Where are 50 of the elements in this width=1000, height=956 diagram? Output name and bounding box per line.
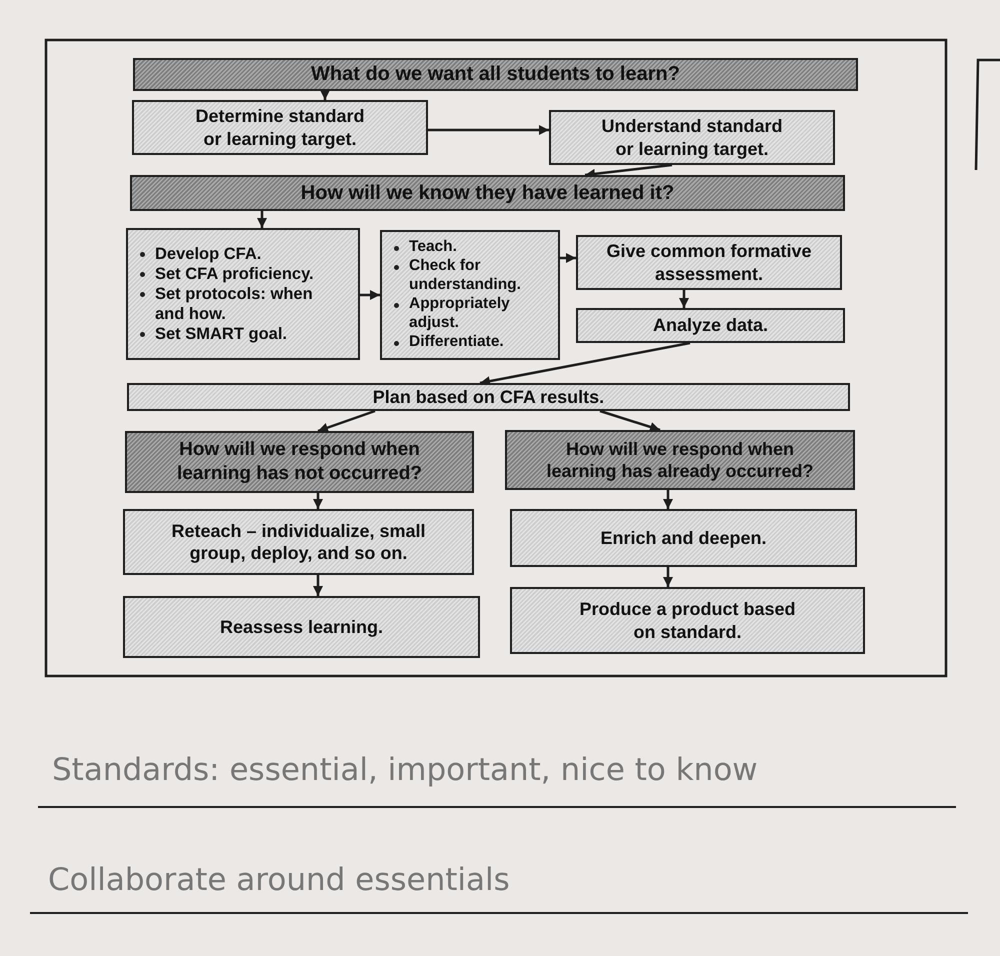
arrow (360, 290, 380, 300)
arrow (320, 90, 330, 100)
list-item: Set CFA proficiency. (155, 264, 314, 284)
process-box (127, 383, 850, 411)
process-box (549, 110, 835, 165)
step-text: Produce a product based on standard. (578, 598, 797, 643)
question-text: How will we respond when learning has not occurred? (176, 438, 423, 486)
arrow (663, 490, 673, 509)
step-text: Analyze data. (652, 314, 768, 337)
step-text: Enrich and deepen. (600, 526, 767, 550)
step-text: Understand standard or learning target. (600, 115, 784, 160)
question-text: How will we respond when learning has already occurred? (545, 438, 815, 482)
process-box (576, 235, 842, 290)
step-text: Reassess learning. (220, 616, 384, 638)
arrow (257, 211, 267, 228)
arrow (318, 410, 376, 432)
question-text: How will we know they have learned it? (300, 180, 674, 206)
step-text: Reteach – individualize, small group, deploy, and so on. (170, 520, 427, 564)
question-banner (130, 175, 845, 211)
arrow (313, 493, 323, 509)
process-box (123, 509, 474, 575)
question-banner (133, 58, 858, 91)
list-item: Teach. (409, 238, 457, 258)
arrow (679, 290, 689, 308)
checklist-box (380, 230, 560, 360)
question-banner (125, 431, 474, 493)
list-item: Set protocols: when and how. (155, 284, 314, 324)
list-item: Set SMART goal. (155, 324, 288, 344)
step-text: Plan based on CFA results. (372, 386, 604, 408)
arrow (428, 125, 549, 135)
question-banner (505, 430, 855, 490)
list-item: Differentiate. (409, 332, 504, 352)
process-box (576, 308, 845, 343)
arrow (313, 575, 323, 596)
arrow (663, 567, 673, 587)
checklist-box (126, 228, 360, 360)
process-box (510, 587, 865, 654)
process-box (510, 509, 857, 567)
step-text: Give common formative assessment. (605, 240, 813, 285)
list-item: Check for understanding. (409, 257, 522, 295)
arrow (560, 253, 576, 263)
handwritten-note: Collaborate around essentials (48, 862, 510, 898)
question-text: What do we want all students to learn? (311, 62, 680, 87)
process-box (132, 100, 428, 155)
step-text: Determine standard or learning target. (194, 105, 366, 150)
arrow (600, 410, 660, 432)
handwritten-note: Standards: essential, important, nice to know (52, 752, 758, 788)
process-box (123, 596, 480, 658)
list-item: Appropriately adjust. (409, 295, 511, 333)
list-item: Develop CFA. (155, 244, 262, 264)
